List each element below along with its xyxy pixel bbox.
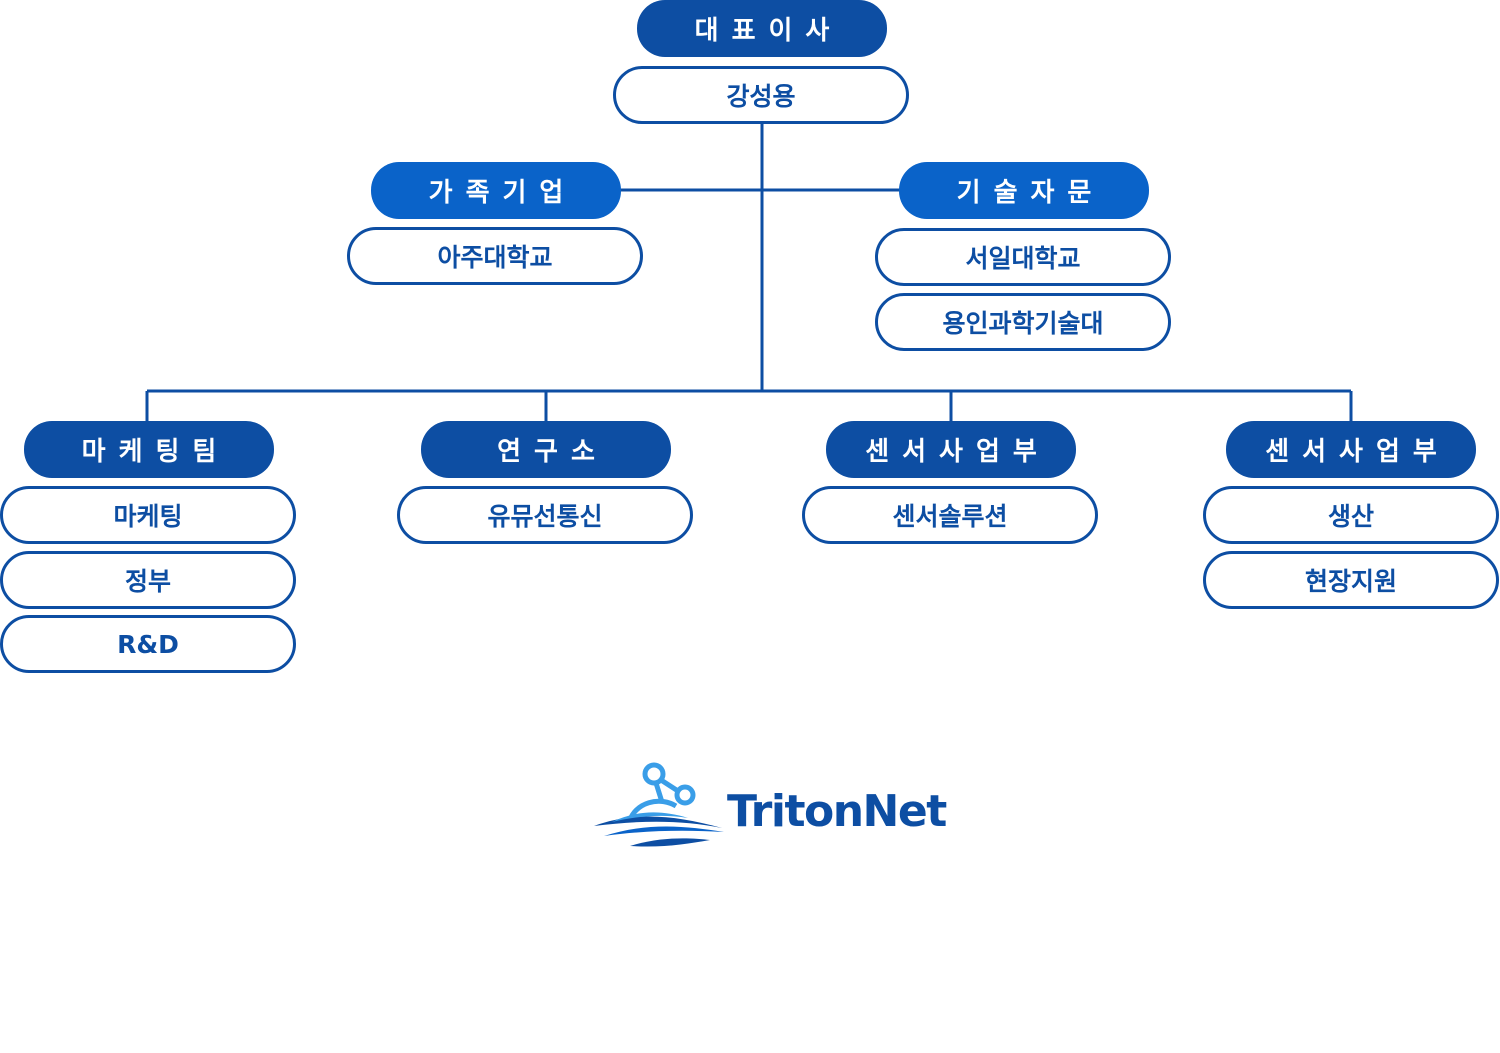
department-item: 센서솔루션 — [802, 486, 1098, 544]
department-item: 유뮤선통신 — [397, 486, 693, 544]
ceo-name: 강성용 — [613, 66, 909, 124]
advisory-item: 용인과학기술대 — [875, 293, 1171, 351]
department-item: 정부 — [0, 551, 296, 609]
department-item: R&D — [0, 615, 296, 673]
department-item: 생산 — [1203, 486, 1499, 544]
department-title-research: 연구소 — [421, 421, 671, 478]
department-item: 현장지원 — [1203, 551, 1499, 609]
family-company-item: 아주대학교 — [347, 227, 643, 285]
family-company-title: 가족기업 — [371, 162, 621, 219]
department-title-sensor-2: 센서사업부 — [1226, 421, 1476, 478]
ceo-title: 대표이사 — [637, 0, 887, 57]
department-item: 마케팅 — [0, 486, 296, 544]
department-title-sensor-1: 센서사업부 — [826, 421, 1076, 478]
department-title-marketing: 마케팅팀 — [24, 421, 274, 478]
advisory-item: 서일대학교 — [875, 228, 1171, 286]
advisory-title: 기술자문 — [899, 162, 1149, 219]
logo-wordmark: TritonNet — [727, 786, 947, 837]
molecule-wave-logo-icon — [594, 762, 724, 847]
